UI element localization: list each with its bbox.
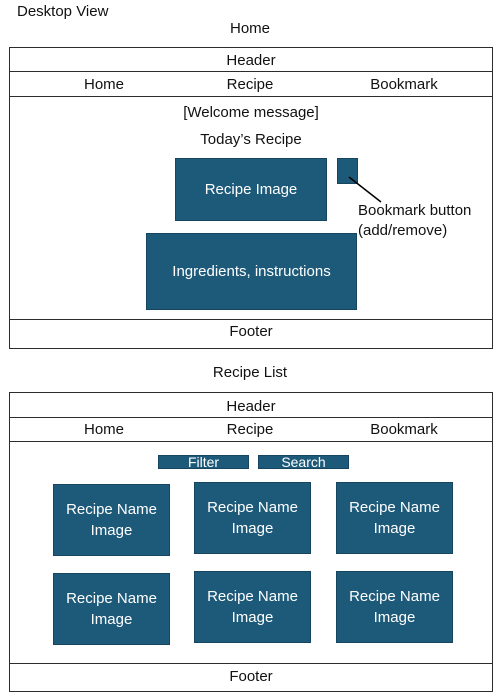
nav-bookmark[interactable]: Bookmark [370, 421, 438, 438]
recipe-name: Recipe Name [349, 499, 440, 516]
footer: Footer [229, 668, 273, 685]
recipe-name: Recipe Name [207, 588, 298, 605]
recipe-image: Image [231, 520, 274, 537]
bookmark-annotation-line1: Bookmark button [358, 202, 472, 219]
header: Header [226, 398, 276, 415]
bookmark-annotation-line2: (add/remove) [358, 222, 448, 239]
recipe-image: Image [90, 522, 133, 539]
home-wireframe: Header Home Recipe Bookmark [Welcome mes… [9, 47, 493, 349]
recipe-list-section-title: Recipe List [212, 364, 288, 381]
welcome-message: [Welcome message] [183, 104, 319, 121]
nav-bookmark[interactable]: Bookmark [370, 76, 438, 93]
recipe-list-wireframe: Header Home Recipe Bookmark Filter Searc… [9, 392, 493, 692]
divider [10, 71, 492, 72]
divider [10, 319, 492, 320]
bookmark-button[interactable] [337, 158, 358, 184]
divider [10, 441, 492, 442]
header: Header [226, 52, 276, 69]
recipe-image: Recipe Image [175, 158, 327, 221]
recipe-name: Recipe Name [349, 588, 440, 605]
recipe-image: Image [231, 609, 274, 626]
footer: Footer [229, 323, 273, 340]
recipe-image: Image [373, 520, 416, 537]
nav-home[interactable]: Home [83, 421, 124, 438]
divider [10, 663, 492, 664]
recipe-image: Image [90, 611, 133, 628]
home-section-title: Home [229, 20, 270, 37]
recipe-name: Recipe Name [66, 501, 157, 518]
nav-recipe[interactable]: Recipe [226, 421, 274, 438]
filter-button[interactable]: Filter [158, 455, 249, 469]
ingredients-instructions: Ingredients, instructions [146, 233, 357, 310]
recipe-name: Recipe Name [207, 499, 298, 516]
divider [10, 417, 492, 418]
view-label: Desktop View [17, 3, 109, 20]
recipe-name: Recipe Name [66, 590, 157, 607]
nav-home[interactable]: Home [83, 76, 124, 93]
nav-recipe[interactable]: Recipe [226, 76, 274, 93]
todays-recipe-heading: Today’s Recipe [200, 131, 302, 148]
divider [10, 96, 492, 97]
recipe-image: Image [373, 609, 416, 626]
search-button[interactable]: Search [258, 455, 349, 469]
